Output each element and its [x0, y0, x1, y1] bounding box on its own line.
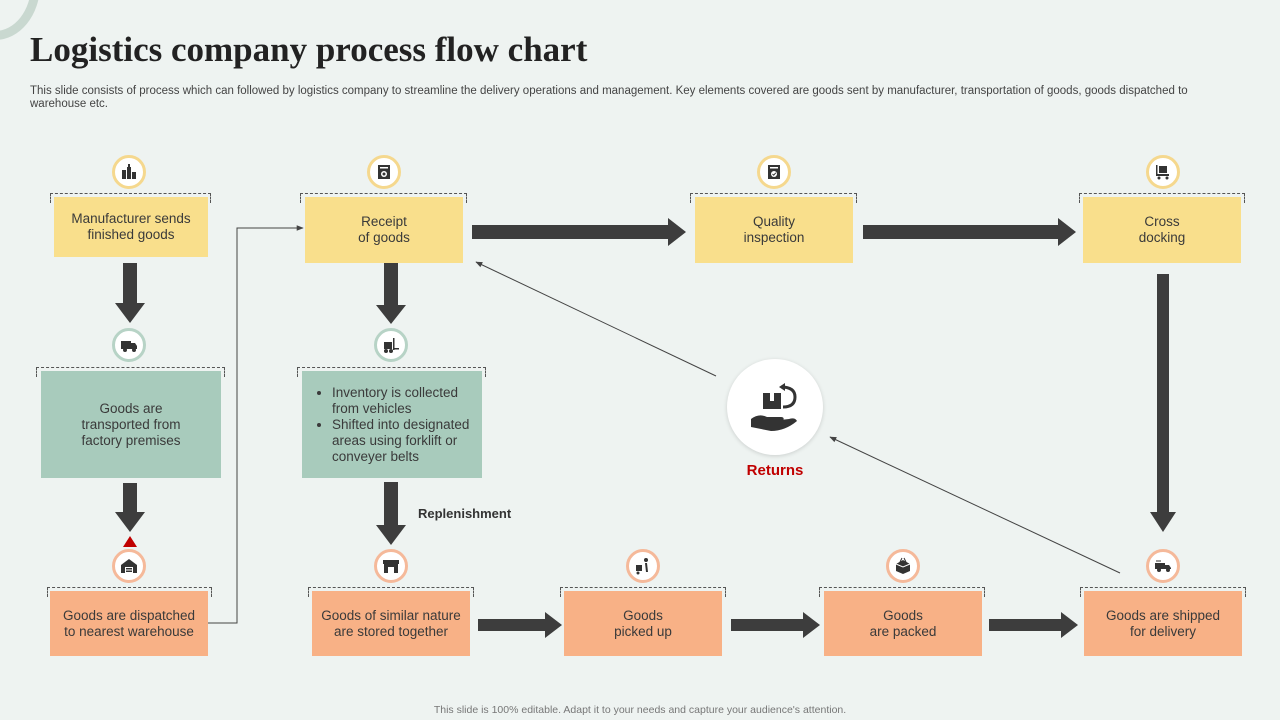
trolley-icon	[626, 549, 660, 583]
inventory-bullet-2: Shifted into designated areas using fork…	[332, 417, 474, 465]
arrow-picked-to-packed	[731, 612, 820, 638]
page-title: Logistics company process flow chart	[30, 30, 588, 69]
connector-dispatched-to-receipt	[208, 225, 304, 624]
step-quality: Quality inspection	[695, 197, 853, 263]
arrow-stored-to-picked	[478, 612, 562, 638]
step-inventory: Inventory is collected from vehicles Shi…	[302, 371, 482, 478]
arrow-cross-to-shipped	[1150, 274, 1176, 532]
store-icon	[374, 549, 408, 583]
truck-icon	[112, 328, 146, 362]
page-subtitle: This slide consists of process which can…	[30, 85, 1188, 110]
arrow-manufacturer-to-transported	[115, 263, 145, 323]
arrow-packed-to-shipped	[989, 612, 1078, 638]
step-packed: Goods are packed	[824, 591, 982, 656]
connector-shipped-to-returns	[829, 436, 1121, 574]
inventory-bullet-list: Inventory is collected from vehicles Shi…	[310, 385, 474, 465]
step-manufacturer: Manufacturer sends finished goods	[54, 197, 208, 257]
returns-circle	[727, 359, 823, 455]
alert-icon	[123, 536, 137, 547]
step-picked: Goods picked up	[564, 591, 722, 656]
arrow-receipt-to-quality	[472, 218, 686, 246]
step-transported: Goods are transported from factory premi…	[41, 371, 221, 478]
forklift-icon	[374, 328, 408, 362]
step-shipped: Goods are shipped for delivery	[1084, 591, 1242, 656]
factory-icon	[112, 155, 146, 189]
arrow-inventory-to-stored	[376, 482, 406, 545]
delivery-truck-icon	[1146, 549, 1180, 583]
inventory-bullet-1: Inventory is collected from vehicles	[332, 385, 474, 417]
replenishment-label: Replenishment	[418, 506, 512, 521]
box-icon	[886, 549, 920, 583]
returns-label: Returns	[746, 462, 804, 479]
step-dispatched: Goods are dispatched to nearest warehous…	[50, 591, 208, 656]
arrow-receipt-to-inventory	[376, 263, 406, 324]
arrow-quality-to-cross	[863, 218, 1076, 246]
cart-icon	[1146, 155, 1180, 189]
return-package-icon	[751, 383, 797, 431]
step-cross: Cross docking	[1083, 197, 1241, 263]
inspection-icon	[757, 155, 791, 189]
arrow-transported-to-dispatched	[115, 483, 145, 532]
footer-note: This slide is 100% editable. Adapt it to…	[433, 704, 847, 716]
step-stored: Goods of similar nature are stored toget…	[312, 591, 470, 656]
receipt-icon	[367, 155, 401, 189]
connector-returns-to-receipt	[475, 261, 717, 377]
step-receipt: Receipt of goods	[305, 197, 463, 263]
warehouse-icon	[112, 549, 146, 583]
